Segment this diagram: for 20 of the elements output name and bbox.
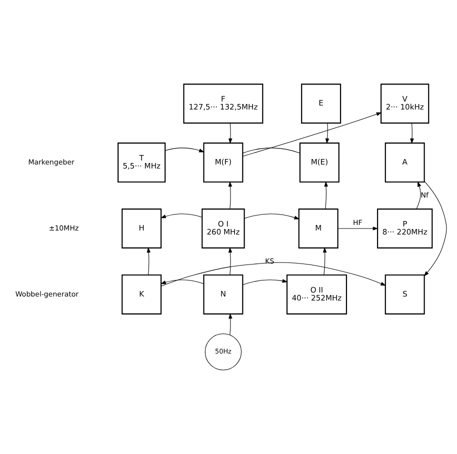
arrow (160, 262, 386, 286)
arrow (322, 247, 327, 276)
arrow (244, 214, 300, 220)
arrow (416, 181, 422, 210)
arrow (228, 313, 232, 336)
arrow (242, 112, 382, 156)
arrow (164, 148, 204, 152)
arrow (160, 214, 202, 218)
arrow (228, 247, 232, 276)
arrow (242, 279, 288, 286)
arrow (325, 122, 330, 144)
arrow (324, 181, 328, 210)
arrow (410, 122, 414, 144)
arrow (424, 180, 447, 276)
arrow (146, 247, 151, 276)
arrow (228, 181, 232, 210)
arrow (338, 226, 378, 230)
connector (242, 148, 300, 154)
arrow (228, 122, 232, 144)
arrow (160, 280, 204, 284)
